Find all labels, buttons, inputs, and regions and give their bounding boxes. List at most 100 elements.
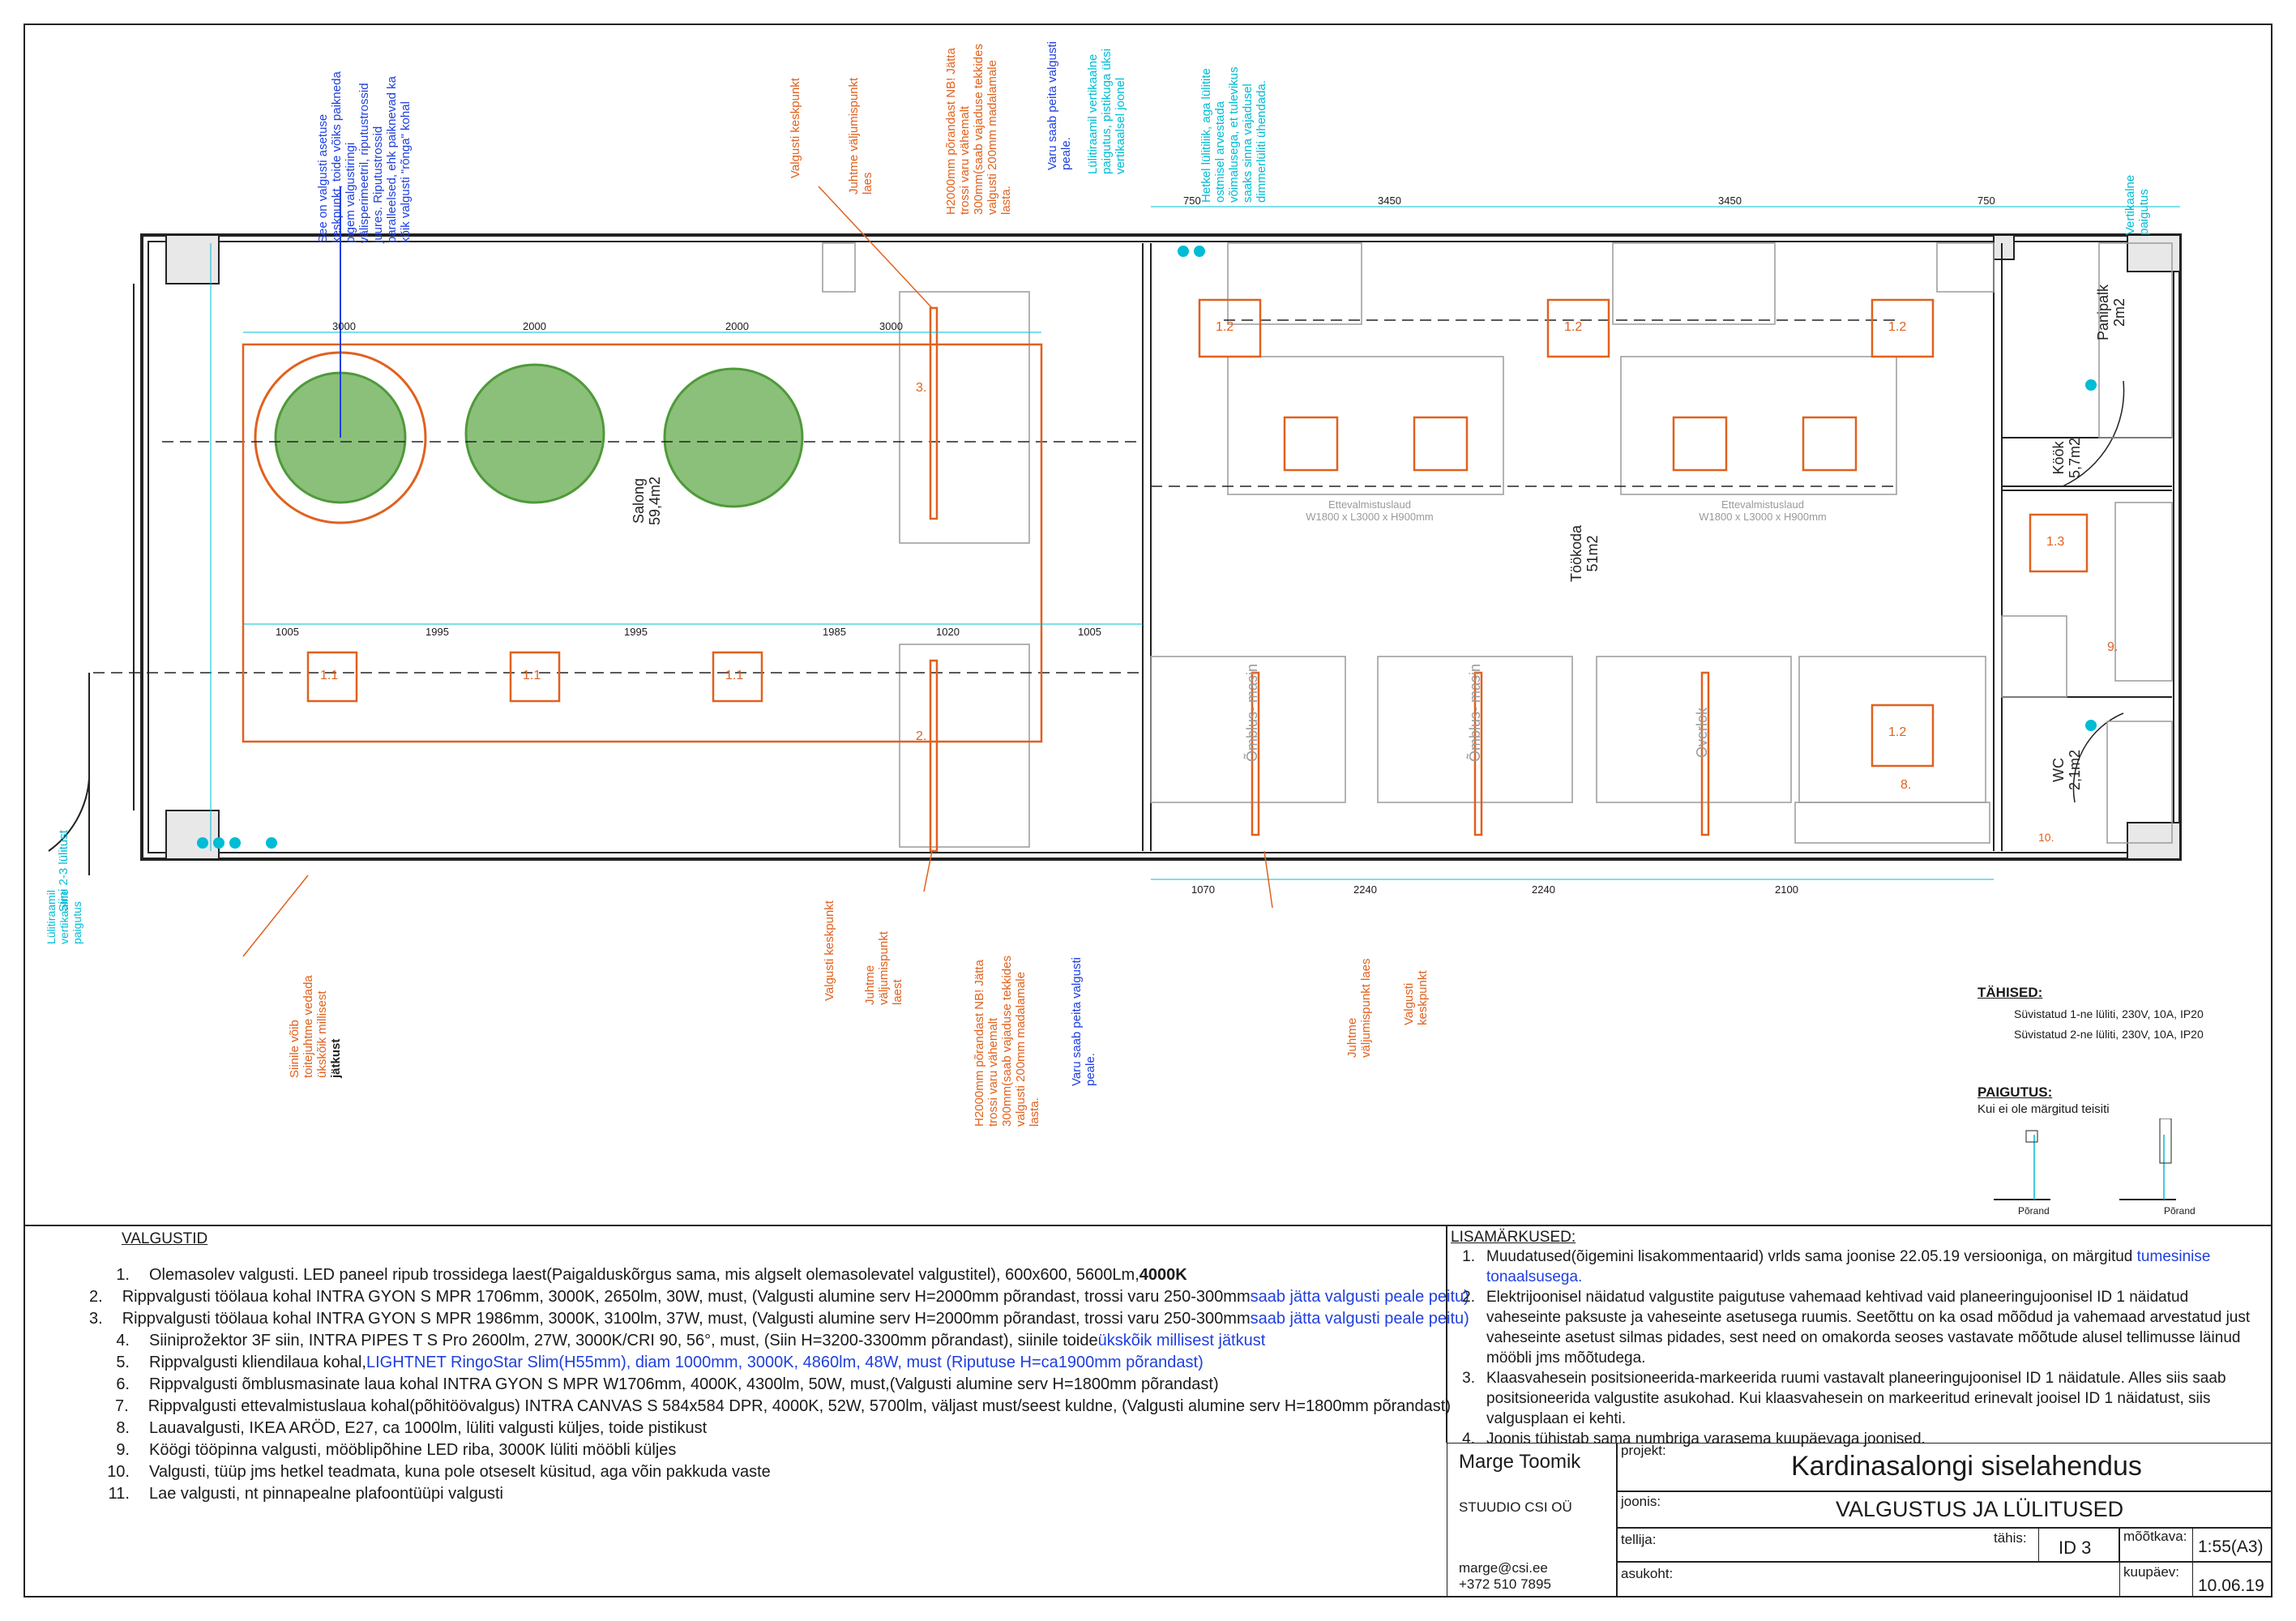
item-text: Olemasolev valgusti. LED paneel ripub tr…	[149, 1266, 1139, 1284]
fixture-id: 1.1	[523, 669, 541, 682]
item-text: Elektrijoonisel näidatud valgustite paig…	[1486, 1289, 2251, 1367]
placement-sub: Kui ei ole märgitud teisiti	[1977, 1102, 2110, 1116]
dimension: 2000	[523, 320, 546, 332]
placement-diagram	[1994, 1118, 2176, 1200]
legend-title: TÄHISED:	[1977, 985, 2043, 1000]
dimension: 1985	[823, 626, 846, 638]
machine-label: Õmblus- masin	[1467, 663, 1483, 762]
author-cell	[1447, 1443, 1617, 1597]
dimension: 3000	[332, 320, 356, 332]
mootkava-value: 1:55(A3)	[2198, 1538, 2264, 1556]
valgusti-item: 11.Lae valgusti, nt pinnapealne plafoont…	[89, 1483, 1451, 1505]
company-name: STUUDIO CSI OÜ	[1459, 1499, 1572, 1515]
entrance	[48, 284, 143, 875]
dimension: 1005	[1078, 626, 1101, 638]
item-text: Muudatused(õigemini lisakommentaarid) vr…	[1486, 1248, 2211, 1285]
item-text: Valgusti, tüüp jms hetkel teadmata, kuna…	[149, 1463, 771, 1481]
projekt-cell	[1617, 1443, 2272, 1491]
note-orange: Valgusti keskpunkt	[789, 78, 802, 178]
item-text: Klaasvahesein positsioneerida-markeerida…	[1486, 1370, 2226, 1427]
valgusti-item: 6.Rippvalgusti õmblusmasinate laua kohal…	[89, 1374, 1451, 1396]
leaders	[242, 186, 1273, 957]
note-orange: Juhtme väljumispunkt laest	[863, 931, 904, 1005]
fixture-id: 8.	[1901, 778, 1912, 792]
item-number: 8.	[116, 1419, 130, 1437]
dimension: 2000	[725, 320, 749, 332]
dimension-lines	[210, 206, 2180, 880]
item-number: 4.	[116, 1332, 130, 1349]
item-number: 2.	[1462, 1289, 1475, 1306]
joonis-cell	[1617, 1491, 2272, 1528]
item-blue: saab jätta valgusti peale peitu)	[1250, 1288, 1469, 1306]
machine-label: Overlok	[1694, 707, 1710, 758]
dimension: 2100	[1775, 883, 1798, 896]
floor-label: Põrand	[2018, 1205, 2050, 1217]
wall-hatch	[165, 234, 2181, 860]
note-orange: H2000mm põrandast NB! Jätta trossi varu …	[973, 956, 1041, 1127]
note-orange: Siinile võib toitejuhtme vedada ükskõik …	[288, 975, 343, 1078]
valgusti-item: 8.Lauavalgusti, IKEA ARÖD, E27, ca 1000l…	[89, 1418, 1451, 1439]
kuupaev-label: kuupäev:	[2123, 1564, 2179, 1580]
fixture-id: 1.1	[320, 669, 339, 682]
item-text: Siiniprožektor 3F siin, INTRA PIPES T S …	[149, 1332, 1098, 1349]
partitions	[1142, 243, 2172, 851]
asukoht-label: asukoht:	[1621, 1566, 1674, 1581]
fixtures	[242, 298, 2089, 853]
item-number: 9.	[116, 1441, 130, 1459]
item-bold: 4000K	[1139, 1266, 1187, 1284]
note-blue: Varu saab peita valgusti peale.	[1070, 957, 1097, 1086]
item-blue: ükskõik millisest jätkust	[1097, 1332, 1266, 1349]
fixture-id: 3.	[916, 381, 927, 395]
phone: +372 510 7895	[1459, 1576, 1551, 1592]
dimension: 750	[1977, 195, 1995, 207]
dimension: 3450	[1718, 195, 1742, 207]
valgusti-item: 10.Valgusti, tüüp jms hetkel teadmata, k…	[89, 1461, 1451, 1483]
lisamarkused-title: LISAMÄRKUSED:	[1451, 1229, 1576, 1246]
fixture-id: 2.	[916, 729, 927, 743]
placement-title: PAIGUTUS:	[1977, 1084, 2053, 1100]
furniture	[822, 242, 2173, 848]
item-number: 1.	[116, 1266, 130, 1284]
fixture-id: 1.2	[1888, 320, 1907, 334]
tahis-label: tähis:	[1994, 1530, 2027, 1546]
item-number: 3.	[89, 1310, 103, 1328]
fixture-id: 1.1	[725, 669, 744, 682]
dimension: 1995	[425, 626, 449, 638]
item-number: 7.	[115, 1397, 129, 1415]
valgusti-item: 1. Olemasolev valgusti. LED paneel ripub …	[89, 1264, 1451, 1286]
valgusti-item: 2.Rippvalgusti töölaua kohal INTRA GYON …	[89, 1286, 1469, 1308]
item-text: Rippvalgusti kliendilaua kohal,	[149, 1354, 366, 1371]
fixture-id: 1.3	[2046, 535, 2065, 549]
dimension: 1995	[624, 626, 648, 638]
note-cyan: Lülitiraamil vertikaalne paigutus	[45, 889, 83, 944]
fixture-id: 1.2	[1564, 320, 1583, 334]
dimension: 2240	[1353, 883, 1377, 896]
note-orange: Valgusti keskpunkt	[1402, 970, 1430, 1025]
item-number: 2.	[89, 1288, 103, 1306]
fixture-id: 9.	[2107, 640, 2119, 654]
note-cyan: Vertikaalne paigutus	[2123, 174, 2151, 235]
legend-item: Süvistatud 1-ne lüliti, 230V, 10A, IP20	[2014, 1007, 2204, 1020]
machine-label: Õmblus- masin	[1244, 663, 1260, 762]
tahis-value: ID 3	[2059, 1538, 2092, 1558]
note-blue-top: See on valgusti asetuse keskpunkt, toide…	[316, 71, 413, 243]
dimension: 1020	[936, 626, 960, 638]
projekt-title: Kardinasalongi siselahendus	[1791, 1451, 2142, 1482]
plants	[274, 363, 804, 508]
axes	[93, 319, 1896, 674]
item-text: Köögi tööpinna valgusti, mööblipõhine LE…	[149, 1441, 677, 1459]
tellija-label: tellija:	[1621, 1532, 1657, 1547]
item-number: 6.	[116, 1375, 130, 1393]
lisa-item: 1.Muudatused(õigemini lisakommentaarid) …	[1434, 1247, 2261, 1287]
note-cyan: Hetkel lülitiliik, aga lülitite ostmisel…	[1199, 66, 1268, 203]
item-number: 11.	[108, 1485, 130, 1503]
floor-label: Põrand	[2164, 1205, 2196, 1217]
